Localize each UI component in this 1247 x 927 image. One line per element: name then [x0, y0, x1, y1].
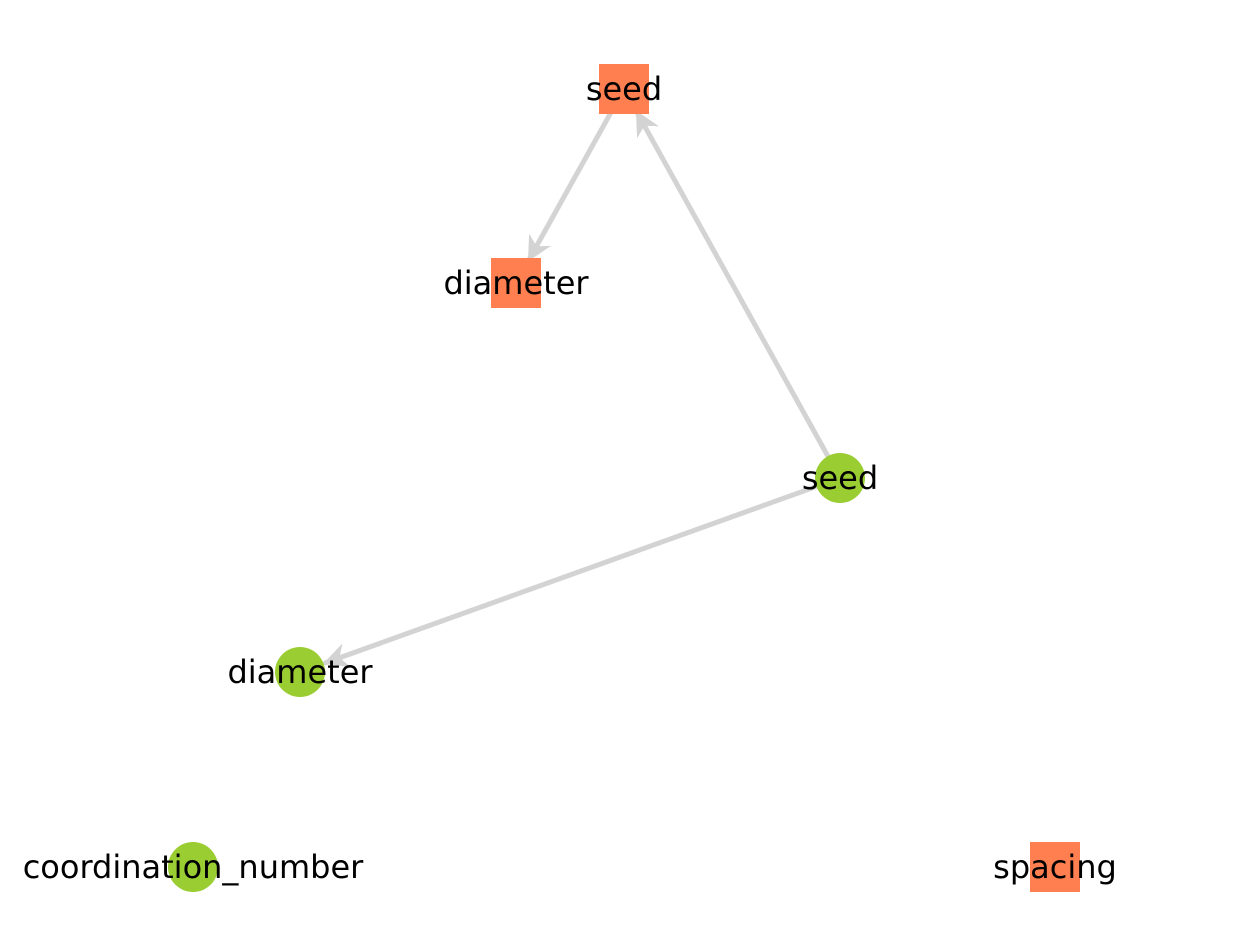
edge-sq_seed-to-sq_diameter	[526, 109, 614, 262]
node-sq-seed-square[interactable]	[599, 64, 649, 114]
node-label-ci-coordination-number: coordination_number	[23, 848, 364, 886]
node-ci-diameter-circle[interactable]	[275, 647, 325, 697]
labels-layer: seed diameter seed diameter coordination_num…	[23, 70, 1117, 886]
edge-ci_seed-to-sq_seed	[634, 110, 830, 458]
edge-ci_seed-to-ci_diameter	[322, 484, 819, 668]
nodes-layer	[168, 64, 1080, 892]
node-sq-spacing-square[interactable]	[1030, 842, 1080, 892]
node-label-sq-spacing: spacing	[993, 848, 1117, 886]
node-ci-seed-circle[interactable]	[815, 453, 865, 503]
node-label-ci-seed: seed	[802, 459, 878, 497]
node-ci-coordination-number-circle[interactable]	[168, 842, 218, 892]
node-label-ci-diameter: diameter	[227, 653, 373, 691]
node-sq-diameter-square[interactable]	[491, 258, 541, 308]
node-label-sq-seed: seed	[586, 70, 662, 108]
edges-layer	[322, 109, 830, 668]
node-label-sq-diameter: diameter	[443, 264, 589, 302]
